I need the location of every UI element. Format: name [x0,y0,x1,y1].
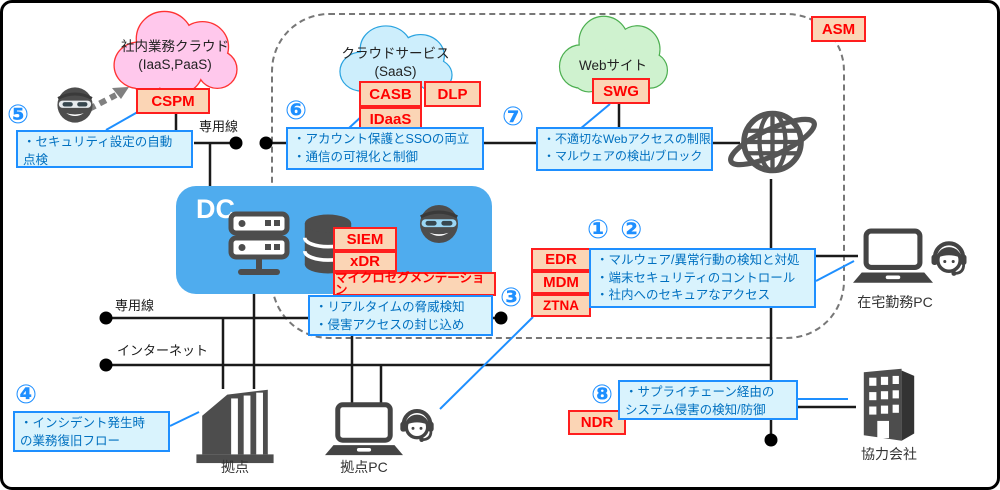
note-line: ・社内へのセキュアなアクセス [596,288,771,302]
tag-mdm: MDM [531,271,591,294]
tag-microsegmentation: マイクロセグメンテーション [333,271,496,296]
office-building-icon [863,368,915,441]
step-number-6: ⑥ [285,95,310,125]
note-casb-idaas: ・アカウント保護とSSOの両立 ・通信の可視化と制御 [286,127,484,170]
dedicated-line-label-bottom: 専用線 [115,298,155,313]
note-line: ・端末セキュリティのコントロール [596,270,796,285]
step-number-1-2: ① ② [587,214,645,244]
attacker-icon [57,87,93,123]
cloud-internal-title: 社内業務クラウド [121,39,229,54]
step-number-3: ③ [500,282,525,312]
partner-label: 協力会社 [861,446,917,462]
note-incident-recovery: ・インシデント発生時 の業務復旧フロー [13,411,170,452]
tag-dlp: DLP [424,81,481,107]
cloud-shape [113,10,238,96]
note-line: ・セキュリティ設定の自動 [23,135,173,149]
laptop-icon [853,228,933,283]
step-number-5: ⑤ [7,99,32,129]
datacenter-label: DC [196,194,235,224]
note-line: ・インシデント発生時 [20,416,146,430]
server-rack-icon [228,211,290,275]
tag-ztna: ZTNA [531,294,591,317]
note-line: の業務復旧フロー [20,433,121,448]
cloud-internal: 社内業務クラウド (IaaS,PaaS) [101,8,249,100]
note-swg: ・不適切なWebアクセスの制限 ・マルウェアの検出/ブロック [536,127,713,171]
note-line: ・不適切なWebアクセスの制限 [543,132,711,146]
note-microsegmentation: ・リアルタイムの脅威検知 ・侵害アクセスの封じ込め [308,295,493,336]
line-junction-dots [99,136,778,447]
step-number-8: ⑧ [591,379,616,409]
note-cspm: ・セキュリティ設定の自動 点検 [16,130,193,168]
tag-casb: CASB [359,81,422,107]
dedicated-line-label-top: 専用線 [199,119,239,134]
note-line: ・侵害アクセスの封じ込め [315,317,465,332]
branch-building-icon [196,389,274,464]
note-line: ・リアルタイムの脅威検知 [315,300,465,314]
note-line: ・マルウェアの検出/ブロック [543,148,703,163]
cloud-saas-subtitle: (SaaS) [374,64,417,80]
note-line: ・アカウント保護とSSOの両立 [293,132,470,146]
laptop-icon [325,402,403,456]
cloud-web-title: Webサイト [578,58,647,73]
remote-pc-label: 在宅勤務PC [857,294,933,310]
note-line: ・サプライチェーン経由の [625,385,775,399]
tag-edr: EDR [531,248,591,271]
branch-pc-label: 拠点PC [340,459,388,475]
step-number-4: ④ [15,379,40,409]
step-number-7: ⑦ [502,101,527,131]
note-line: システム侵害の検知/防御 [625,402,766,417]
tag-asm: ASM [811,16,866,42]
tag-cspm: CSPM [136,88,210,114]
note-supplychain: ・サプライチェーン経由の システム侵害の検知/防御 [618,380,798,420]
tag-ndr: NDR [568,410,626,435]
note-endpoint: ・マルウェア/異常行動の検知と対処 ・端末セキュリティのコントロール ・社内への… [589,248,816,308]
attacker-icon [419,204,459,244]
operator-headset-icon [931,241,967,276]
internet-line-label: インターネット [117,343,209,358]
branch-label: 拠点 [221,459,249,475]
note-line: ・マルウェア/異常行動の検知と対処 [596,253,800,267]
tag-swg: SWG [592,78,650,104]
cloud-internal-subtitle: (IaaS,PaaS) [138,57,212,73]
tag-siem: SIEM [333,227,397,251]
internet-globe-icon [728,110,817,174]
note-line: ・通信の可視化と制御 [293,149,419,164]
operator-headset-icon [400,409,434,442]
tag-xdr: xDR [333,251,397,272]
note-line: 点検 [23,152,49,167]
cloud-saas-title: クラウドサービス [341,46,450,61]
attack-surface-zone [271,13,845,339]
